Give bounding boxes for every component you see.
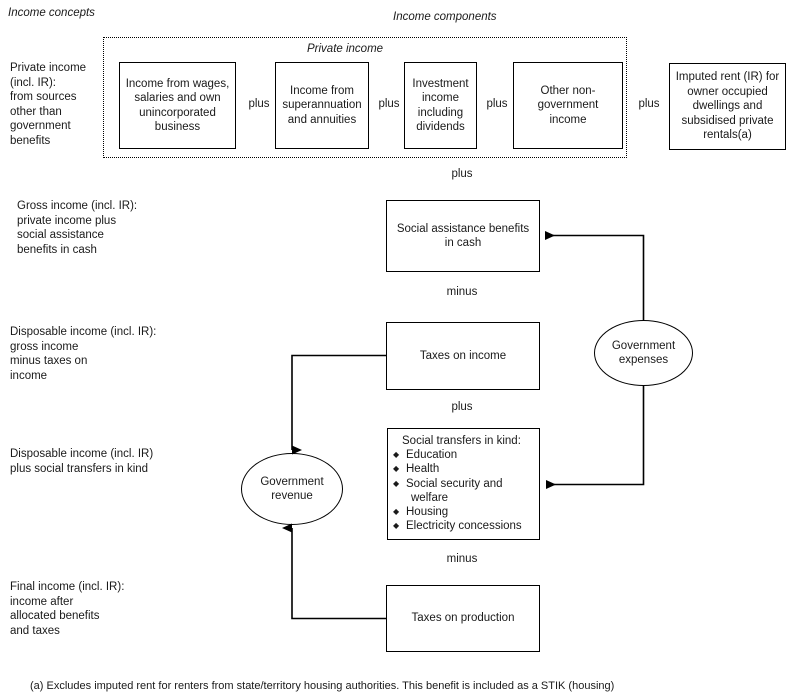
box-income-from-superannuation: Income from superannuation and annuities <box>275 62 369 149</box>
stik-item-electricity-concessions: Electricity concessions <box>393 519 539 533</box>
side-label-disposable-income: Disposable income (incl. IR): gross inco… <box>10 326 157 382</box>
stik-item-housing: Housing <box>393 505 539 519</box>
stik-item-social-security: Social security and <box>393 477 539 491</box>
side-label-private-income: Private income (incl. IR): from sources … <box>10 62 87 147</box>
stik-item-health: Health <box>393 462 539 476</box>
operator-plus-below-taxes-on-income: plus <box>451 401 473 413</box>
wire-taxes-income-to-revenue <box>291 354 386 455</box>
box-taxes-on-production: Taxes on production <box>386 585 540 652</box>
private-income-group-label: Private income <box>307 43 384 55</box>
wire-expenses-to-social-assistance <box>545 231 645 320</box>
private-income-group <box>103 37 627 158</box>
operator-plus-1: plus <box>248 98 270 110</box>
side-label-disposable-plus-stik: Disposable income (incl. IR) plus social… <box>10 448 154 475</box>
box-social-assistance-benefits: Social assistance benefits in cash <box>386 200 540 272</box>
stik-item-social-security-continuation: welfare <box>411 491 449 504</box>
header-income-components: Income components <box>393 11 497 23</box>
operator-plus-4: plus <box>638 98 660 110</box>
box-investment-income: Investment income including dividends <box>404 62 477 149</box>
ellipse-government-revenue: Government revenue <box>241 453 343 525</box>
box-other-non-government-income: Other non-government income <box>513 62 623 149</box>
stik-item-list-2: Housing Electricity concessions <box>393 505 539 534</box>
box-income-from-wages: Income from wages, salaries and own unin… <box>119 62 236 149</box>
stik-item-education: Education <box>393 448 539 462</box>
operator-minus-below-social-assistance: minus <box>446 286 478 298</box>
side-label-gross-income: Gross income (incl. IR): private income … <box>17 200 138 256</box>
wire-expenses-to-stik <box>546 386 645 489</box>
box-social-transfers-in-kind: Social transfers in kind: Education Heal… <box>387 428 540 540</box>
box-imputed-rent: Imputed rent (IR) for owner occupied dwe… <box>669 63 786 150</box>
operator-plus-below-private-income: plus <box>451 168 473 180</box>
operator-minus-below-stik: minus <box>446 553 478 565</box>
wire-taxes-production-to-revenue <box>282 523 386 620</box>
side-label-final-income: Final income (incl. IR): income after al… <box>10 581 125 637</box>
box-taxes-on-income: Taxes on income <box>386 322 540 390</box>
ellipse-government-expenses: Government expenses <box>594 320 693 386</box>
operator-plus-2: plus <box>378 98 400 110</box>
header-income-concepts: Income concepts <box>8 7 95 19</box>
stik-item-list: Education Health Social security and <box>393 448 539 491</box>
footnote: (a) Excludes imputed rent for renters fr… <box>30 680 615 692</box>
stik-title: Social transfers in kind: <box>402 435 521 447</box>
operator-plus-3: plus <box>486 98 508 110</box>
